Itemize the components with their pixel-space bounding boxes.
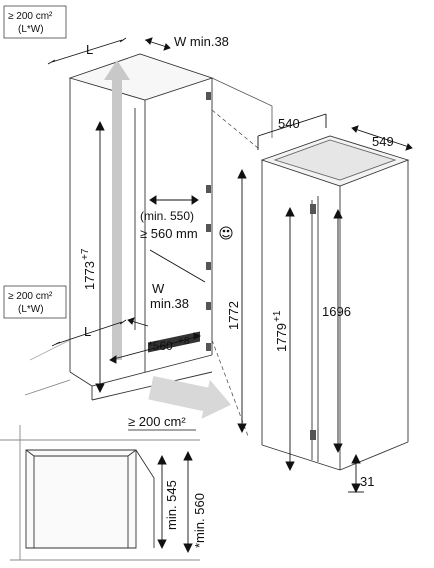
detail-min-depth-label: min. 545 <box>164 480 179 530</box>
niche-width-top-label: W min.38 <box>174 34 229 49</box>
appliance-dimension-lines <box>237 113 413 494</box>
ventilation-arrow-in <box>148 375 232 419</box>
detail-dimension-lines <box>157 450 193 554</box>
appliance-body-height-label: 1779 <box>274 323 289 352</box>
niche-width-mid-b: min.38 <box>150 296 189 311</box>
niche-hinges <box>206 92 211 351</box>
smiley-icon <box>219 226 233 240</box>
appliance-total-height-label: 1772 <box>226 301 241 330</box>
niche-depth-min-b: ≥ 560 mm <box>140 226 198 241</box>
detail-min-depth-star-label: *min. 560 <box>192 493 207 548</box>
appliance-door-height-label: 1696 <box>322 304 351 319</box>
vent-mid-line1: ≥ 200 cm² <box>8 291 53 302</box>
vent-label-mid: ≥ 200 cm² (L*W) <box>3 285 67 319</box>
appliance-body <box>260 135 410 471</box>
vent-bottom-label: ≥ 200 cm² <box>128 414 186 429</box>
vent-label-top: ≥ 200 cm² (L*W) <box>3 5 67 39</box>
niche-width-bottom-tolerance: +8 <box>178 336 190 347</box>
niche-depth-min-a: (min. 550) <box>140 209 194 223</box>
vent-mid-line2: (L*W) <box>18 304 44 315</box>
appliance-plinth-gap-label: 31 <box>360 474 374 489</box>
niche-depth-top-label: L <box>86 42 93 57</box>
appliance-depth-label: 549 <box>372 134 394 149</box>
appliance-body-height-tolerance: +1 <box>272 310 283 322</box>
vent-top-line1: ≥ 200 cm² <box>8 11 53 22</box>
appliance-width-label: 540 <box>278 116 300 131</box>
base-vent-opening <box>148 331 200 353</box>
niche-height-tolerance: +7 <box>80 248 91 260</box>
niche-depth-mid-label: L <box>84 324 91 339</box>
detail-view <box>0 425 200 561</box>
niche-dimension-lines <box>47 37 206 394</box>
appliance-hinges <box>310 204 316 440</box>
niche-width-mid-a: W <box>152 281 165 296</box>
niche-width-bottom-label: *560 <box>148 339 173 353</box>
vent-top-line2: (L*W) <box>18 24 44 35</box>
niche-height-label: 1773 <box>82 261 97 290</box>
ventilation-arrow-up <box>104 60 130 360</box>
